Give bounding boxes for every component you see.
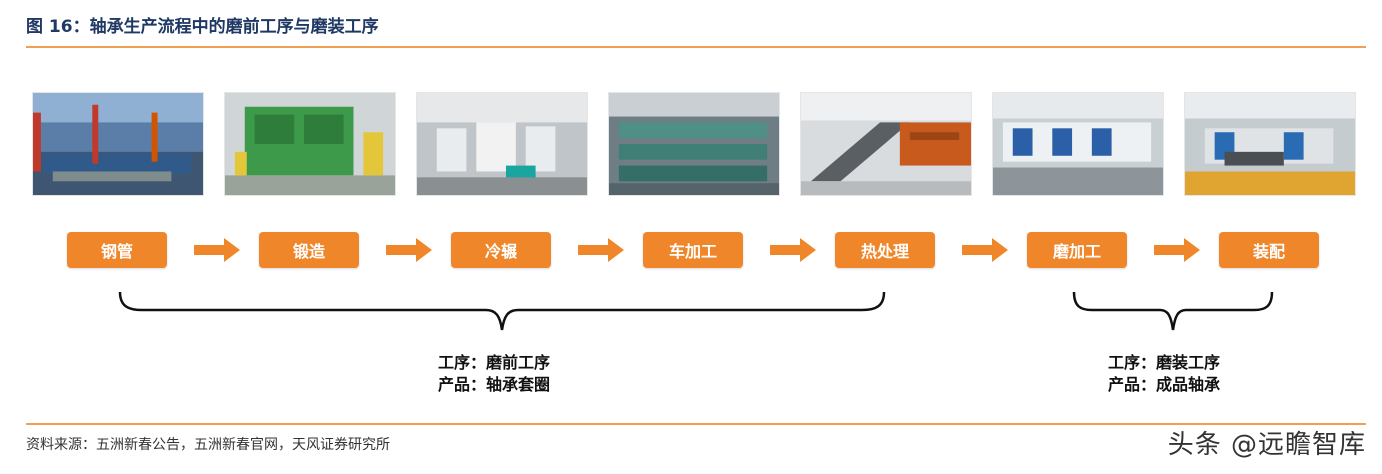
- watermark: 头条 @远瞻智库: [1167, 430, 1366, 460]
- photo-heat-treatment: [800, 92, 972, 196]
- step-forging: 锻造: [259, 232, 359, 268]
- footer-divider: [26, 423, 1366, 425]
- photo-cold-rolling: [416, 92, 588, 196]
- step-assembly: 装配: [1219, 232, 1319, 268]
- figure-title: 图 16：轴承生产流程中的磨前工序与磨装工序: [26, 17, 379, 37]
- group-label-pre-grinding: 工序：磨前工序 产品：轴承套圈: [438, 352, 550, 396]
- arrow-icon: [770, 238, 816, 262]
- step-cold-rolling: 冷辗: [451, 232, 551, 268]
- photo-forging: [224, 92, 396, 196]
- photo-grinding: [992, 92, 1164, 196]
- photo-assembly: [1184, 92, 1356, 196]
- arrow-icon: [386, 238, 432, 262]
- step-steel-pipe: 钢管: [67, 232, 167, 268]
- process-label: 工序：磨前工序: [438, 353, 551, 372]
- photo-steel-pipe: [32, 92, 204, 196]
- product-label: 产品：轴承套圈: [438, 375, 551, 394]
- step-grinding: 磨加工: [1027, 232, 1127, 268]
- process-label: 工序：磨装工序: [1108, 353, 1221, 372]
- arrow-icon: [578, 238, 624, 262]
- step-heat-treatment: 热处理: [835, 232, 935, 268]
- brace-pre-grinding: [118, 290, 886, 332]
- arrow-icon: [1154, 238, 1200, 262]
- group-label-grinding-assembly: 工序：磨装工序 产品：成品轴承: [1108, 352, 1220, 396]
- arrow-icon: [194, 238, 240, 262]
- brace-grinding-assembly: [1072, 290, 1274, 332]
- product-label: 产品：成品轴承: [1108, 375, 1221, 394]
- step-turning: 车加工: [643, 232, 743, 268]
- title-divider: [26, 46, 1366, 48]
- arrow-icon: [962, 238, 1008, 262]
- source-note: 资料来源：五洲新春公告，五洲新春官网，天风证券研究所: [26, 437, 390, 453]
- photo-turning: [608, 92, 780, 196]
